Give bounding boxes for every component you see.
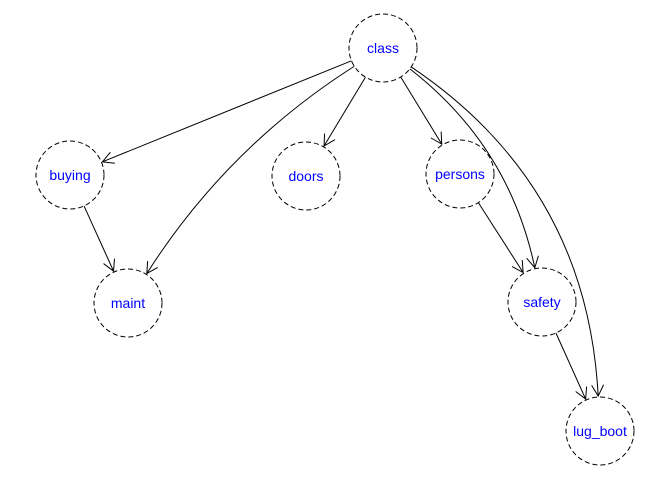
node-doors-circle [271,141,341,211]
edge-class-to-maint [146,65,355,274]
node-class-label: class [367,40,399,56]
edge-class-to-doors-arrowhead [323,133,336,147]
node-buying[interactable]: buying [35,140,105,210]
edge-class-to-lug-boot [410,66,599,397]
node-class[interactable]: class [348,13,418,83]
node-persons[interactable]: persons [425,139,495,209]
node-safety[interactable]: safety [507,267,577,337]
node-maint-label: maint [111,295,145,311]
edge-class-to-safety [409,68,536,268]
node-safety-label: safety [523,294,560,310]
node-buying-label: buying [49,167,90,183]
node-doors[interactable]: doors [271,141,341,211]
edge-class-to-safety-arrowhead [526,255,539,269]
node-safety-circle [507,267,577,337]
edge-class-to-buying-arrowhead [101,151,115,164]
edge-class-to-maint-arrowhead [146,260,159,275]
node-persons-label: persons [435,166,485,182]
edge-class-to-lug-boot-arrowhead [591,384,605,398]
edge-safety-to-lug-boot [555,332,587,400]
node-class-circle [348,13,418,83]
edge-buying-to-maint [83,205,115,272]
edge-class-to-persons-arrowhead [430,131,443,146]
node-lug-boot[interactable]: lug_boot [565,396,635,466]
edge-persons-to-safety-arrowhead [511,259,524,274]
node-doors-label: doors [288,168,323,184]
edge-safety-to-lug-boot-arrowhead [575,386,588,401]
edges-layer [83,60,605,401]
edge-class-to-buying [102,60,352,163]
edge-persons-to-safety [477,202,524,273]
edge-class-to-doors [323,76,366,147]
node-persons-circle [425,139,495,209]
node-maint[interactable]: maint [93,268,163,338]
node-lug-boot-circle [565,396,635,466]
edge-buying-to-maint-arrowhead [103,258,115,273]
node-buying-circle [35,140,105,210]
node-maint-circle [93,268,163,338]
edge-class-to-persons [400,76,443,145]
node-lug-boot-label: lug_boot [573,423,627,439]
